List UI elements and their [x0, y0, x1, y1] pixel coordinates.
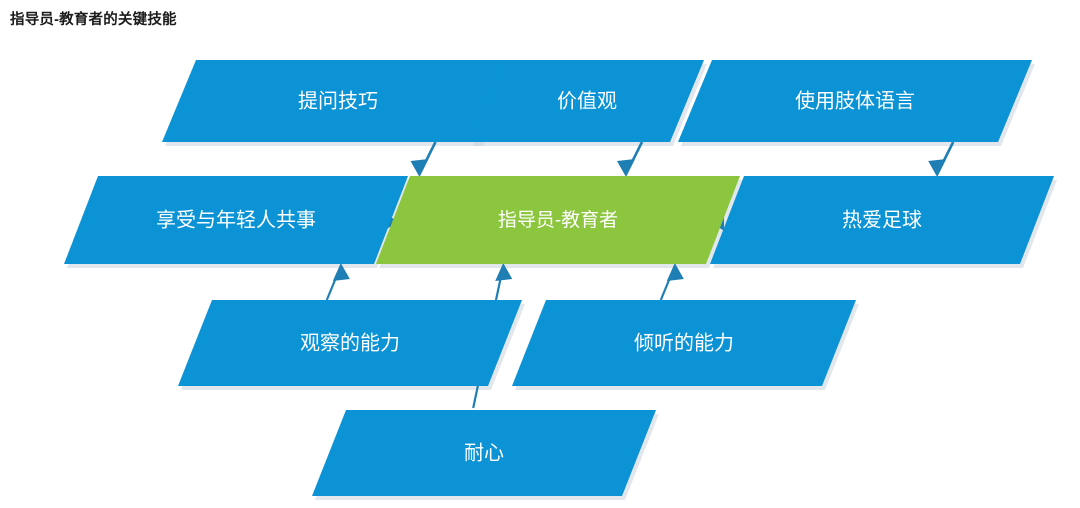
node-body-language[interactable]: 使用肢体语言 [678, 60, 1032, 142]
node-label-enjoy-working-with-youth: 享受与年轻人共事 [156, 208, 316, 231]
node-label-love-football: 热爱足球 [842, 208, 922, 231]
node-enjoy-working-with-youth[interactable]: 享受与年轻人共事 [64, 176, 408, 264]
node-label-ability-to-listen: 倾听的能力 [634, 331, 734, 354]
connector-c6-head [332, 263, 350, 281]
node-label-values: 价值观 [557, 89, 617, 112]
connector-c8-head [495, 263, 513, 281]
node-values[interactable]: 价值观 [470, 60, 704, 142]
node-shape-patience[interactable] [312, 410, 656, 496]
node-shape-ability-to-listen[interactable] [512, 300, 856, 386]
node-shape-love-football[interactable] [710, 176, 1054, 264]
node-ability-to-observe[interactable]: 观察的能力 [178, 300, 522, 386]
node-label-body-language: 使用肢体语言 [795, 89, 915, 112]
connector-c2-head [617, 159, 635, 177]
node-questioning-skills[interactable]: 提问技巧 [162, 60, 514, 142]
node-label-patience: 耐心 [464, 441, 504, 464]
node-label-questioning-skills: 提问技巧 [298, 89, 378, 112]
node-label-ability-to-observe: 观察的能力 [300, 331, 400, 354]
node-ability-to-listen[interactable]: 倾听的能力 [512, 300, 856, 386]
node-center[interactable]: 指导员-教育者 [376, 176, 740, 264]
node-love-football[interactable]: 热爱足球 [710, 176, 1054, 264]
connector-c1-head [410, 159, 429, 177]
page-title: 指导员-教育者的关键技能 [10, 12, 177, 28]
node-patience[interactable]: 耐心 [312, 410, 656, 496]
connector-c7-head [666, 263, 684, 281]
node-shape-center[interactable] [376, 176, 740, 264]
node-shape-body-language[interactable] [678, 60, 1032, 142]
node-label-center: 指导员-教育者 [498, 209, 618, 231]
node-shape-questioning-skills[interactable] [162, 60, 514, 142]
node-shape-enjoy-working-with-youth[interactable] [64, 176, 408, 264]
node-shape-values[interactable] [470, 60, 704, 142]
node-shape-ability-to-observe[interactable] [178, 300, 522, 386]
connector-c3-head [928, 159, 947, 177]
